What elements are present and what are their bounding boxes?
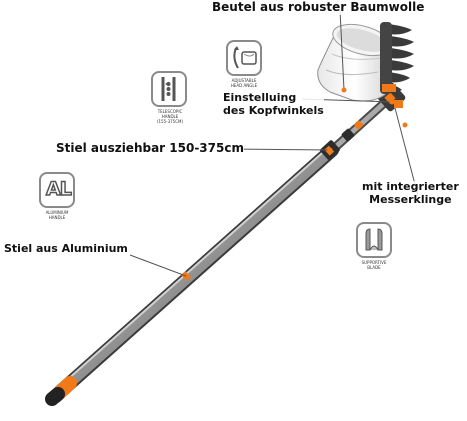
callout-dots [327,87,408,153]
label-bag: Beutel aus robuster Baumwolle [212,0,425,15]
adjust-angle-icon [233,46,257,69]
label-extendable: Stiel ausziehbar 150-375cm [56,141,244,156]
telescopic-collar [320,120,364,160]
label-blade: mit integrierter Messerklinge [362,180,459,207]
adjustable-head-angle-caption: ADJUSTABLE HEAD ANGLE [230,78,258,88]
aluminium-icon: AL [45,177,72,201]
label-aluminium: Stiel aus Aluminium [4,242,128,256]
label-head-angle: Einstelluing des Kopfwinkels [223,91,324,118]
supportive-blade-caption: SUPPORTIVE BLADE [361,260,387,270]
telescopic-icon [161,77,176,101]
pole-end-cap [45,376,77,406]
telescopic-handle-caption: TELESCOPIC HANDLE (155-375CM) [156,109,184,124]
telescopic-handle-badge [151,71,187,107]
pole-lower [53,143,339,399]
supportive-blade-badge [356,222,392,258]
aluminium-handle-caption: ALUMINIUM HANDLE [45,210,69,220]
adjustable-head-angle-badge [226,40,262,76]
aluminium-handle-badge: AL [39,172,75,208]
picker-claws [380,22,414,94]
blade-icon [365,228,383,251]
